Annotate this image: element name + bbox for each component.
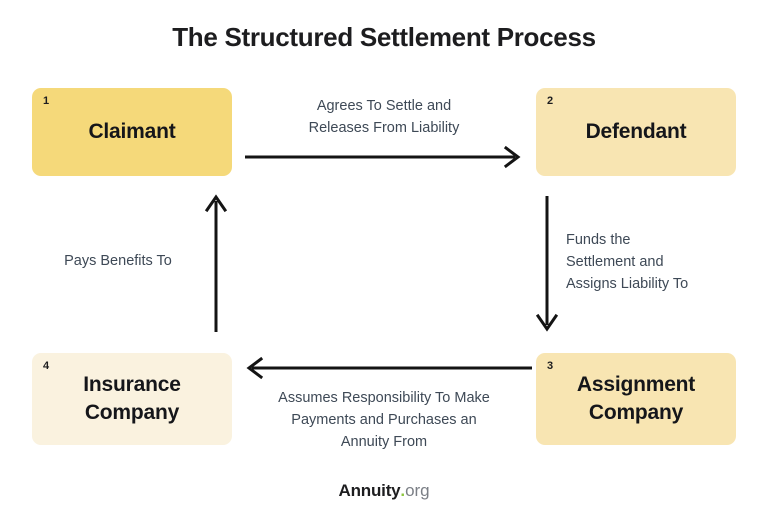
logo-dot: .: [400, 481, 406, 500]
node-insurance-company[interactable]: 4 Insurance Company: [32, 353, 232, 445]
node-defendant-label: Defendant: [585, 120, 687, 144]
node-insurance-company-number: 4: [43, 360, 50, 372]
node-claimant-number: 1: [43, 95, 50, 107]
node-assignment-company[interactable]: 3 Assignment Company: [536, 353, 736, 445]
page-title: The Structured Settlement Process: [172, 22, 596, 52]
logo-name: Annuity: [338, 481, 401, 500]
node-assignment-company-label: Assignment Company: [576, 373, 696, 424]
node-insurance-company-label: Insurance Company: [83, 373, 181, 424]
node-claimant-label: Claimant: [88, 120, 176, 144]
logo-tld: org: [405, 481, 430, 500]
arrow-claimant-to-defendant: [245, 145, 521, 169]
edge-label-defendant-to-assignment: Funds the Settlement and Assigns Liabili…: [566, 232, 689, 293]
edge-label-assignment-to-insurance: Assumes Responsibility To Make Payments …: [278, 390, 490, 451]
annuity-org-logo[interactable]: Annuity.org: [0, 482, 768, 499]
arrow-insurance-to-claimant: [204, 194, 228, 332]
node-defendant-number: 2: [547, 95, 554, 107]
node-assignment-company-number: 3: [547, 360, 554, 372]
edge-label-insurance-to-claimant: Pays Benefits To: [64, 253, 172, 269]
node-claimant[interactable]: 1 Claimant: [32, 88, 232, 176]
arrow-assignment-to-insurance: [246, 356, 532, 380]
arrow-defendant-to-assignment: [535, 196, 559, 332]
edge-label-claimant-to-defendant: Agrees To Settle and Releases From Liabi…: [308, 98, 460, 137]
node-defendant[interactable]: 2 Defendant: [536, 88, 736, 176]
